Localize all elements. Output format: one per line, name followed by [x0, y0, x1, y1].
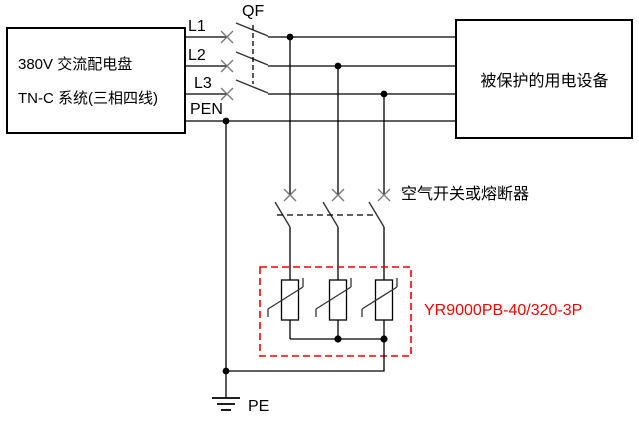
distribution-panel-box: [6, 27, 186, 134]
varistor-body: [280, 279, 300, 321]
earth-ground-icon: [212, 397, 240, 411]
label-pen: PEN: [190, 101, 223, 118]
varistor-strike: [361, 278, 398, 317]
varistor-strike: [315, 278, 352, 317]
panel-label-line1: 380V 交流配电盘: [18, 56, 133, 73]
breaker-blade: [235, 22, 269, 37]
spd-enclosure-outline: [259, 266, 412, 357]
panel-label-line2: TN-C 系统(三相四线): [18, 90, 158, 107]
label-l2: L2: [188, 47, 206, 64]
contact-x-icon: [220, 30, 234, 44]
qf-breaker-blades: [235, 22, 269, 94]
junction-dot: [334, 335, 342, 343]
varistor-symbol-2: [315, 278, 352, 339]
label-spd-model: YR9000PB-40/320-3P: [424, 302, 583, 319]
label-l3: L3: [194, 75, 212, 92]
label-qf: QF: [242, 3, 265, 20]
label-l1: L1: [188, 18, 206, 35]
label-pe: PE: [248, 398, 270, 415]
qf-contact-marks: [220, 30, 234, 101]
junction-dot: [380, 90, 388, 98]
label-air-switch: 空气开关或熔断器: [401, 186, 530, 203]
contact-x-icon: [220, 59, 234, 73]
breaker-blade: [235, 51, 269, 66]
varistor-symbol-1: [267, 278, 304, 339]
protected-equipment-box: [455, 19, 633, 139]
protected-equipment-label: 被保护的用电设备: [480, 73, 609, 90]
varistor-strike: [267, 278, 304, 317]
varistor-body: [328, 279, 348, 321]
varistor-body: [374, 279, 394, 321]
junction-dot: [334, 62, 342, 70]
varistor-symbol-3: [361, 278, 398, 339]
spd-earth-lead: [226, 339, 385, 372]
junction-dot: [286, 33, 294, 41]
contact-x-icon: [283, 188, 297, 202]
junction-dot: [222, 367, 230, 375]
junction-dot: [222, 117, 230, 125]
switch-blade: [368, 201, 385, 228]
contact-x-icon: [220, 87, 234, 101]
air-switch-contact-marks: [283, 188, 391, 202]
junction-dots: [222, 33, 388, 375]
contact-x-icon: [377, 188, 391, 202]
distribution-panel-label: 380V 交流配电盘 TN-C 系统(三相四线): [6, 28, 185, 133]
contact-x-icon: [331, 188, 345, 202]
breaker-blade: [235, 79, 269, 94]
junction-dot: [380, 335, 388, 343]
